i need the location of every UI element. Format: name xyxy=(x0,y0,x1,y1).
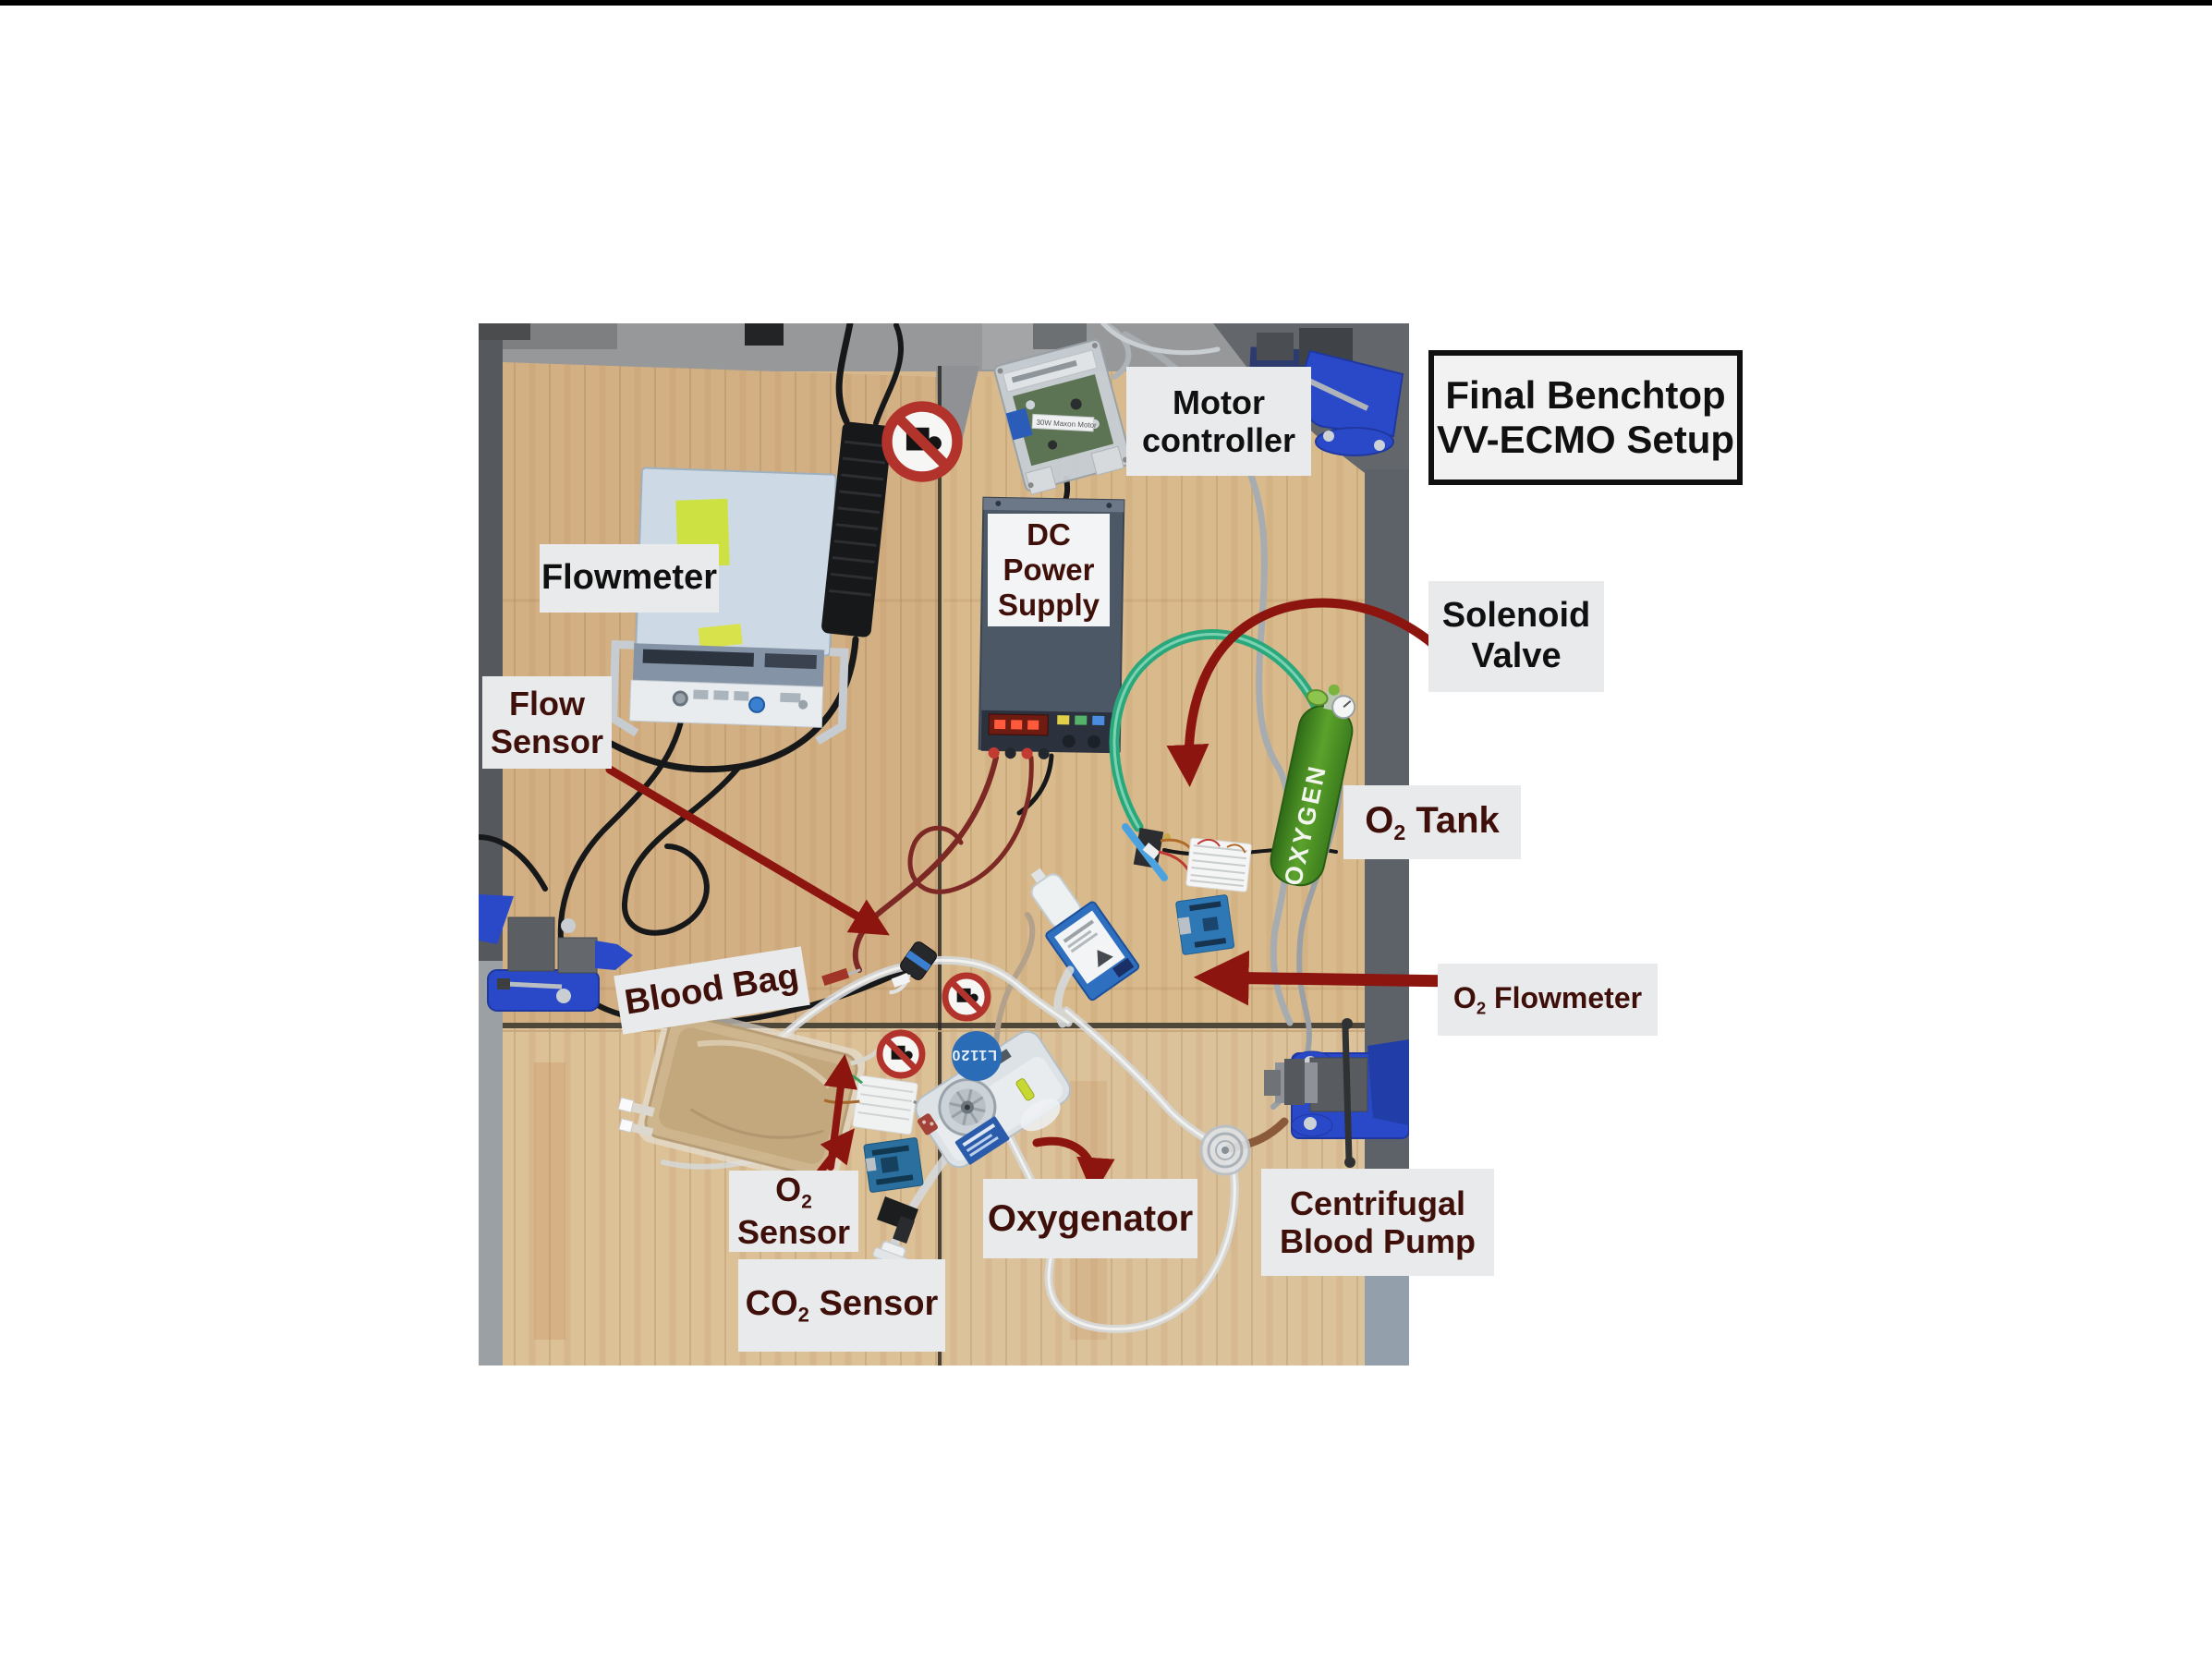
breadboard xyxy=(1185,837,1252,892)
label-dc-power-supply: DC Power Supply xyxy=(988,514,1110,626)
l1120-sticker-text: L1120 xyxy=(952,1047,997,1062)
bench-vise-top-right xyxy=(1249,328,1404,456)
l1120-sticker: L1120 xyxy=(952,1031,1002,1081)
label-solenoid-valve: Solenoid Valve xyxy=(1428,581,1604,692)
no-photography-sticker-large xyxy=(887,407,957,477)
o2-flowmeter-device xyxy=(1030,868,1140,1001)
motor-controller-device: 30W Maxon Motor xyxy=(993,339,1133,495)
label-co2-sensor: CO2 Sensor xyxy=(738,1259,945,1352)
label-flow-sensor: Flow Sensor xyxy=(482,676,612,769)
cable-connector xyxy=(893,1216,915,1244)
pump-head xyxy=(1199,1124,1251,1176)
motor-controller-sticker-text: 30W Maxon Motor xyxy=(1036,419,1097,430)
bench-vise-left xyxy=(479,894,633,1012)
label-o2-flowmeter: O2 Flowmeter xyxy=(1438,964,1658,1036)
tube-clip xyxy=(891,973,911,988)
no-photography-sticker-small xyxy=(880,1033,922,1075)
centrifugal-pump-vise xyxy=(1264,1018,1409,1168)
top-black-bar xyxy=(0,0,2212,6)
label-centrifugal-blood-pump: Centrifugal Blood Pump xyxy=(1261,1169,1494,1276)
no-photography-sticker-mid xyxy=(945,976,988,1018)
arduino-board-2 xyxy=(863,1137,924,1193)
ac-adapter xyxy=(821,421,893,637)
benchtop-photo: 30W Maxon Motor xyxy=(479,323,1409,1366)
test-lead-clip xyxy=(821,967,850,987)
blood-bag xyxy=(617,1005,887,1186)
figure-title: Final Benchtop VV-ECMO Setup xyxy=(1428,350,1743,485)
label-o2-sensor: O2 Sensor xyxy=(729,1171,858,1252)
photo-scene: 30W Maxon Motor xyxy=(479,323,1409,1366)
label-oxygenator: Oxygenator xyxy=(983,1179,1197,1258)
o2-sensor-board xyxy=(823,1070,943,1135)
solenoid-valve-device xyxy=(1122,823,1197,881)
arduino-board-1 xyxy=(1175,894,1235,955)
label-motor-controller: Motor controller xyxy=(1126,367,1311,476)
table-seams xyxy=(503,366,1365,1366)
label-flowmeter: Flowmeter xyxy=(540,544,719,613)
label-o2-tank: O2 Tank xyxy=(1343,785,1521,859)
